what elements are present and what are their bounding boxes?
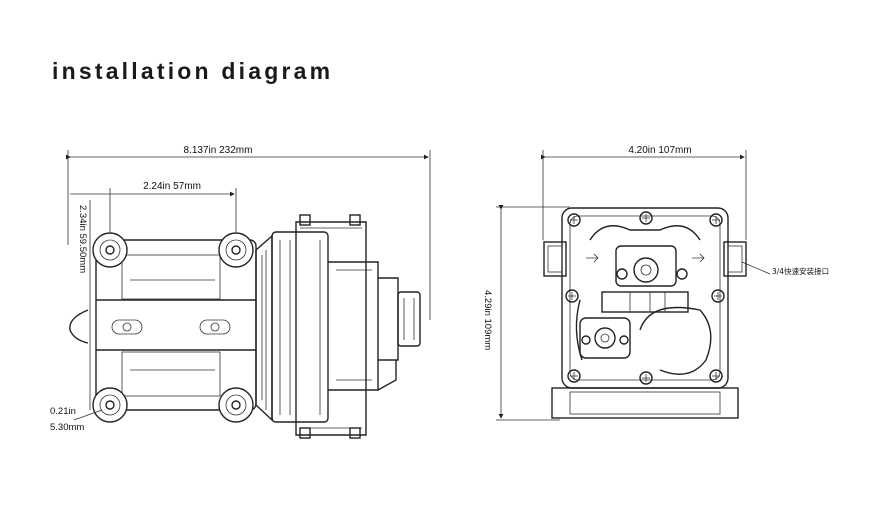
front-screws xyxy=(565,211,725,385)
front-view: 4.20in 107mm 4.29in 109mm 3/4快速安装接口 xyxy=(482,145,829,421)
hole-dia-in-label: 0.21in xyxy=(50,406,76,417)
mount-spacing-v-label: 2.34in 59.50mm xyxy=(77,205,88,273)
side-view: 8.137in 232mm 2.24in 57mm 2.34in 59.50mm xyxy=(50,145,431,439)
page-title: installation diagram xyxy=(52,58,334,84)
port-note-label: 3/4快速安装接口 xyxy=(772,266,829,276)
front-height-label: 4.29in 109mm xyxy=(482,290,493,350)
mount-foot-top-right xyxy=(218,232,254,268)
front-width-label: 4.20in 107mm xyxy=(628,145,691,156)
mount-spacing-h-label: 2.24in 57mm xyxy=(143,181,201,192)
mount-foot-bottom-left xyxy=(92,387,128,423)
overall-length-label: 8.137in 232mm xyxy=(184,145,253,156)
hole-dia-mm-label: 5.30mm xyxy=(50,422,84,433)
mount-foot-bottom-right xyxy=(218,387,254,423)
mount-foot-top-left xyxy=(92,232,128,268)
